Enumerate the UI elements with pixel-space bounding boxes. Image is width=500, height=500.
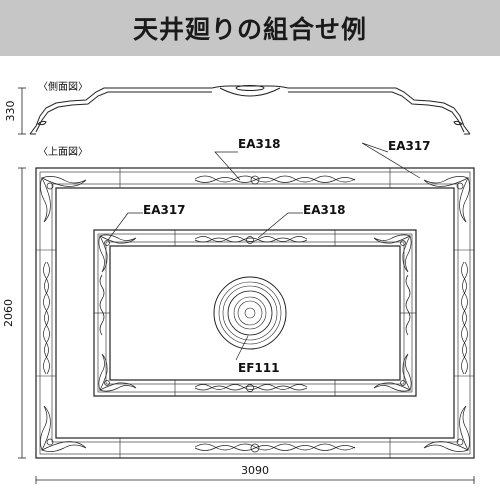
page-title: 天井廻りの組合せ例: [132, 15, 367, 44]
top-view-label: 〈上面図〉: [38, 146, 88, 158]
side-view-label: 〈側面図〉: [38, 80, 88, 93]
depth-dimension: 2060: [2, 167, 26, 459]
inner-corner-ornament: [98, 234, 412, 392]
center-medallion: [213, 276, 287, 350]
width-dimension-label: 3090: [241, 464, 269, 477]
title-bar: 天井廻りの組合せ例: [0, 0, 500, 56]
callout-lines: [107, 142, 421, 361]
outer-edge-part-label: EA318: [238, 137, 281, 151]
inner-edge-part-label: EA318: [303, 203, 346, 217]
width-dimension: 3090: [35, 464, 475, 484]
outer-edge-ornament: [43, 175, 468, 453]
height-dimension: 330: [4, 87, 26, 135]
outer-corner-part-label: EA317: [388, 139, 431, 153]
inner-frame: [93, 229, 417, 397]
height-dimension-label: 330: [4, 101, 17, 122]
inner-corner-part-label: EA317: [143, 203, 186, 217]
inner-edge-ornament: [99, 236, 411, 392]
center-medallion-part-label: EF111: [238, 361, 279, 375]
side-profile: [29, 85, 471, 135]
outer-corner-ornament: [40, 176, 470, 452]
depth-dimension-label: 2060: [2, 299, 15, 327]
